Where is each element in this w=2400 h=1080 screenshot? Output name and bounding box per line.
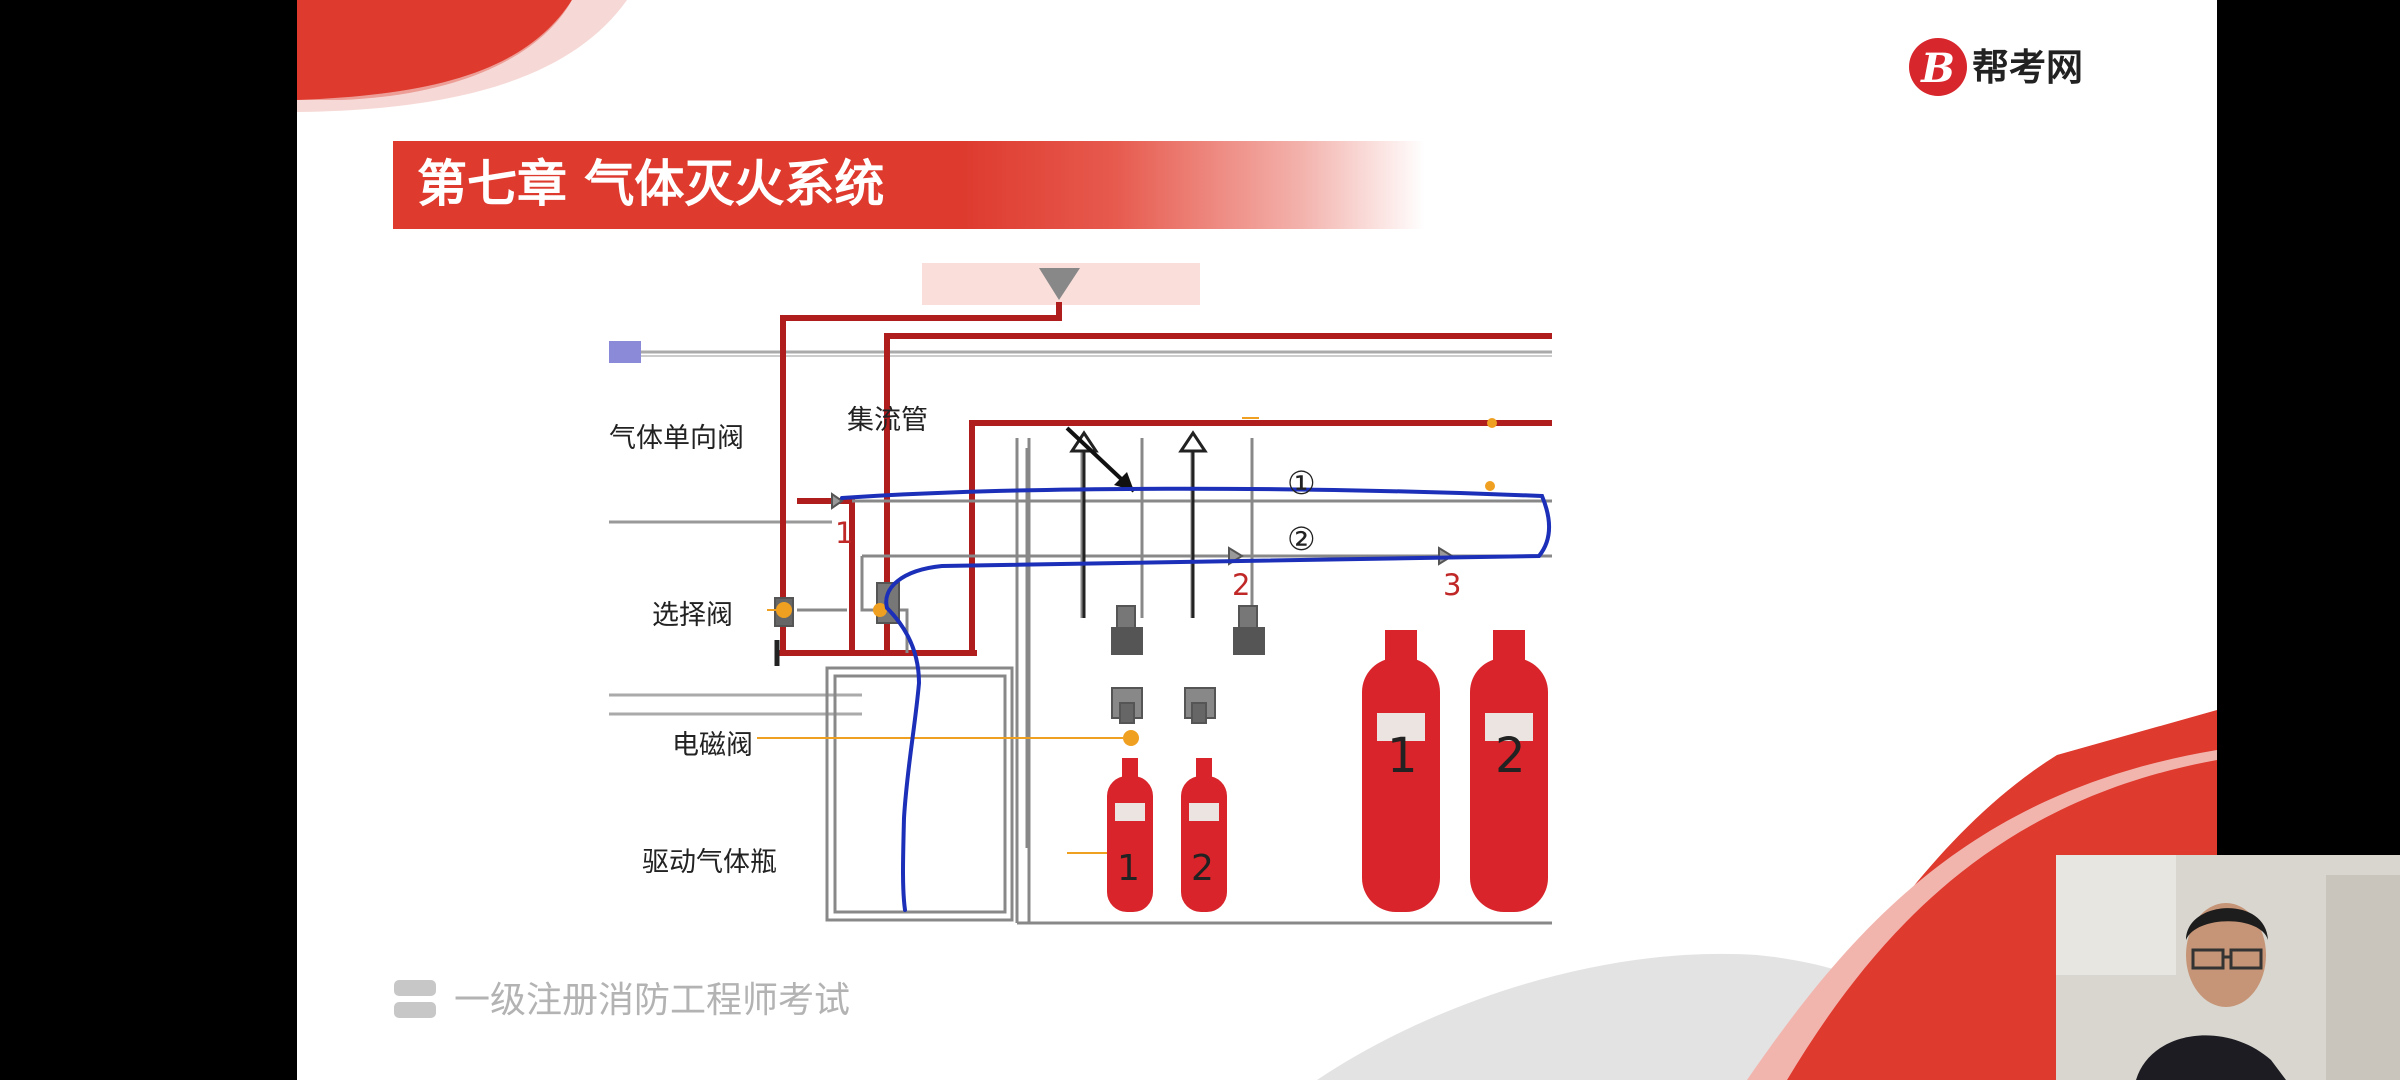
red-number-3: 3 — [1443, 568, 1462, 602]
label-manifold: 集流管 — [847, 405, 928, 436]
footer-exam-name: 一级注册消防工程师考试 — [454, 980, 851, 1021]
brand-logo-text: 帮考网 — [1972, 46, 2083, 89]
footer-stripes-icon — [394, 980, 436, 1018]
presenter-video-feed — [2056, 855, 2400, 1080]
agent-cylinder-number-1: 1 — [1387, 728, 1418, 784]
drive-cylinder-number-2: 2 — [1191, 848, 1214, 889]
title-bar — [393, 141, 1425, 229]
webcam-video[interactable] — [2056, 855, 2400, 1080]
label-selector-valve: 选择阀 — [652, 600, 733, 631]
gas-fire-system-diagram: 气体单向阀 集流管 选择阀 电磁阀 驱动气体瓶 ① ② 1 2 3 1 2 1 … — [597, 258, 1557, 938]
circled-number-1: ① — [1287, 464, 1316, 502]
svg-text:B: B — [1920, 45, 1955, 92]
circled-number-2: ② — [1287, 520, 1316, 558]
diagram-drawing — [609, 263, 1552, 925]
brand-logo-icon: B — [1909, 38, 1967, 96]
page-title: 第七章 气体灭火系统 — [417, 155, 885, 213]
label-check-valve: 气体单向阀 — [609, 423, 744, 454]
drive-cylinder-number-1: 1 — [1117, 848, 1140, 889]
red-number-2: 2 — [1232, 568, 1251, 602]
agent-cylinder-number-2: 2 — [1495, 728, 1526, 784]
label-solenoid-valve: 电磁阀 — [672, 730, 753, 761]
label-drive-cylinder: 驱动气体瓶 — [642, 847, 777, 878]
red-number-1: 1 — [835, 516, 854, 550]
slide: B 帮考网 第七章 气体灭火系统 — [297, 0, 2217, 1080]
